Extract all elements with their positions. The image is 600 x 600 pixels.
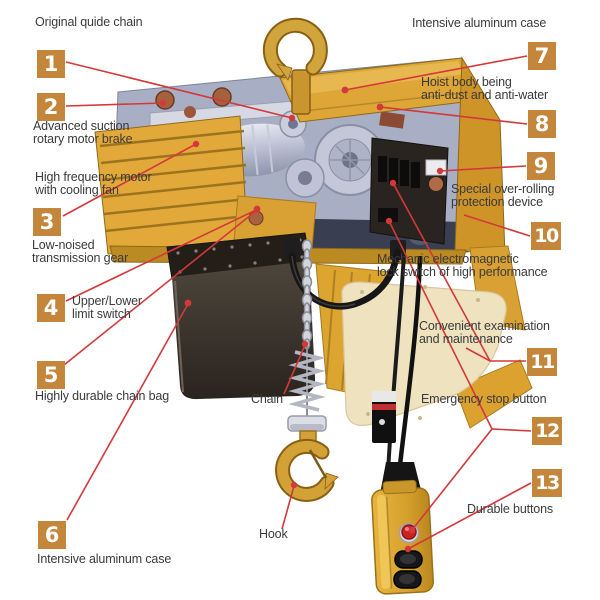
label-convenient-examination: Convenient examination and maintenance xyxy=(419,319,550,347)
callout-badge-11: 11 xyxy=(527,348,557,376)
label-emergency-stop-button: Emergency stop button xyxy=(421,392,547,406)
pendant-cables xyxy=(386,253,423,475)
callout-badge-8: 8 xyxy=(528,110,556,138)
hook-side-cover xyxy=(454,359,533,429)
callout-badge-13: 13 xyxy=(532,469,562,497)
label-durable-chain-bag: Highly durable chain bag xyxy=(35,389,169,403)
callout-badge-2: 2 xyxy=(37,93,65,121)
label-upper-lower-limit-switch: Upper/Lower limit switch xyxy=(72,294,142,322)
electrical-bay xyxy=(369,137,449,245)
label-electromagnetic-lock-switch: Mechanic electromagnetic lock switch of … xyxy=(377,252,548,280)
label-original-guide-chain: Original quide chain xyxy=(35,15,143,29)
safety-latch xyxy=(308,449,328,479)
motor-housing xyxy=(94,115,249,255)
suspension-clevis xyxy=(291,69,311,115)
label-low-noised-gear: Low-noised transmission gear xyxy=(32,238,129,266)
leader-lines xyxy=(62,55,532,550)
label-advanced-suction-brake: Advanced suction rotary motor brake xyxy=(33,119,133,147)
chain-bag xyxy=(166,232,316,400)
inspection-panel xyxy=(341,281,507,426)
callout-badge-1: 1 xyxy=(37,50,65,78)
label-hoist-body-anti-dust: Hoist body being anti-dust and anti-wate… xyxy=(421,75,549,103)
callout-badge-5: 5 xyxy=(37,361,65,389)
label-high-frequency-motor: High frequency motor with cooling fan xyxy=(35,170,152,198)
label-chain: Chain xyxy=(251,392,283,406)
buffer-spring xyxy=(288,350,326,412)
load-hook xyxy=(275,438,339,502)
over-rolling-device xyxy=(425,159,447,176)
callout-badge-3: 3 xyxy=(33,208,61,236)
callout-badge-4: 4 xyxy=(37,294,65,322)
label-aluminum-case-bottom: Intensive aluminum case xyxy=(37,552,172,566)
callout-badge-6: 6 xyxy=(38,521,66,549)
callout-badge-7: 7 xyxy=(528,42,556,70)
callout-dots xyxy=(159,86,444,553)
top-hook xyxy=(262,17,328,115)
label-hook: Hook xyxy=(259,527,288,541)
callout-badge-12: 12 xyxy=(532,417,562,445)
callout-badge-10: 10 xyxy=(531,222,561,250)
label-durable-buttons: Durable buttons xyxy=(467,502,554,516)
label-over-rolling-protection: Special over-rolling protection device xyxy=(451,182,555,210)
pendant-control xyxy=(371,479,434,595)
callout-badge-9: 9 xyxy=(527,152,555,180)
control-buttons xyxy=(393,550,423,589)
pendant-tag xyxy=(372,391,396,443)
label-aluminum-case-top: Intensive aluminum case xyxy=(412,16,547,30)
